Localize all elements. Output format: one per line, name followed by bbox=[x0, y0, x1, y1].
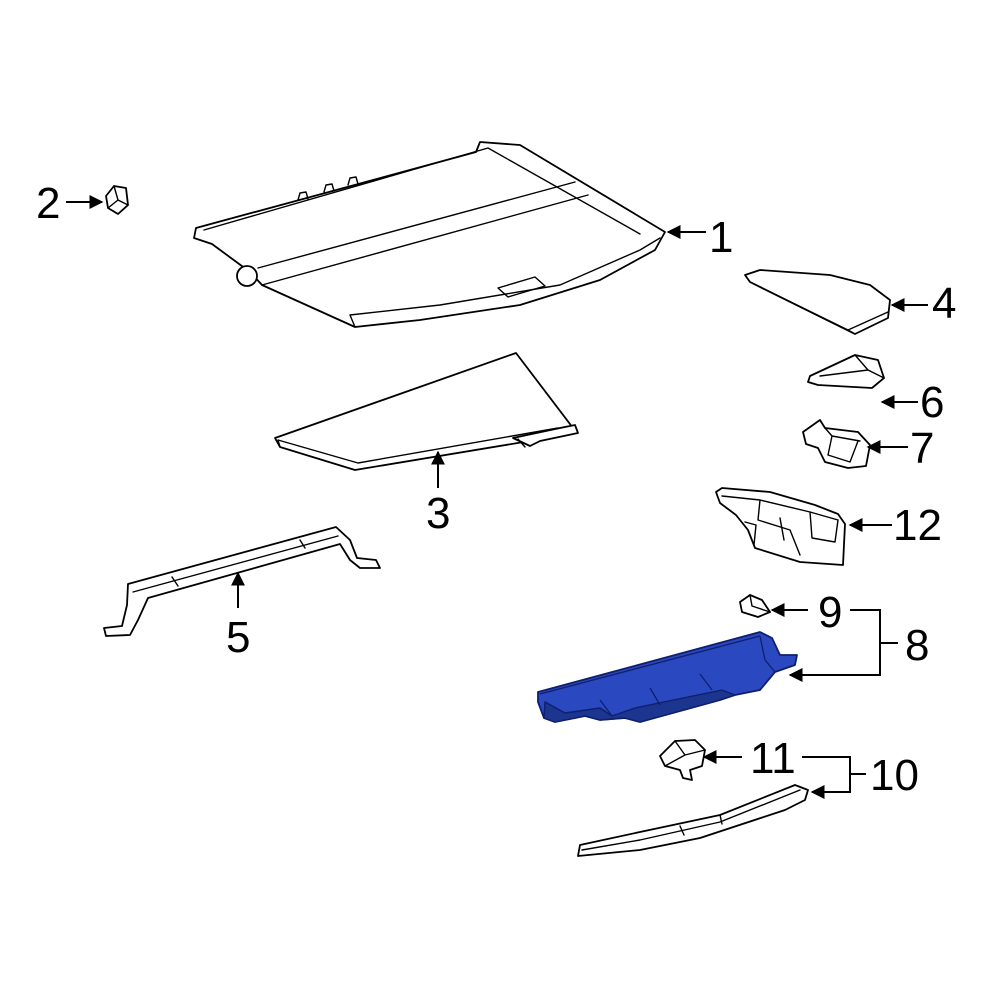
part-5-floor-support[interactable] bbox=[103, 526, 381, 637]
callout-5: 5 bbox=[226, 613, 250, 662]
part-6-cover[interactable] bbox=[807, 354, 885, 389]
callout-7: 7 bbox=[910, 424, 934, 473]
part-8-storage-tray-highlighted[interactable] bbox=[537, 631, 798, 723]
part-12-side-trim[interactable] bbox=[715, 487, 846, 566]
callout-12: 12 bbox=[893, 501, 942, 550]
part-9-clip[interactable] bbox=[739, 594, 771, 618]
part-7-bracket[interactable] bbox=[802, 419, 871, 469]
part-4-trim-panel[interactable] bbox=[744, 269, 891, 335]
callout-9: 9 bbox=[818, 588, 842, 637]
part-11-fastener[interactable] bbox=[659, 739, 706, 781]
part-10-sill-trim[interactable] bbox=[577, 784, 809, 857]
callout-1: 1 bbox=[709, 213, 733, 262]
bracket-10 bbox=[802, 756, 851, 799]
callout-3: 3 bbox=[426, 489, 450, 538]
callout-8: 8 bbox=[905, 621, 929, 670]
callout-6: 6 bbox=[920, 378, 944, 427]
part-1-cargo-cover[interactable] bbox=[193, 141, 666, 328]
part-2-clip[interactable] bbox=[105, 185, 129, 215]
callout-4: 4 bbox=[932, 279, 956, 328]
callout-2: 2 bbox=[36, 179, 60, 228]
leader-lines bbox=[66, 195, 928, 799]
callout-labels: 1 2 3 4 5 6 7 12 9 8 11 10 bbox=[36, 179, 956, 800]
part-3-floor-board[interactable] bbox=[274, 352, 579, 471]
callout-10: 10 bbox=[870, 751, 919, 800]
callout-11: 11 bbox=[750, 734, 796, 783]
